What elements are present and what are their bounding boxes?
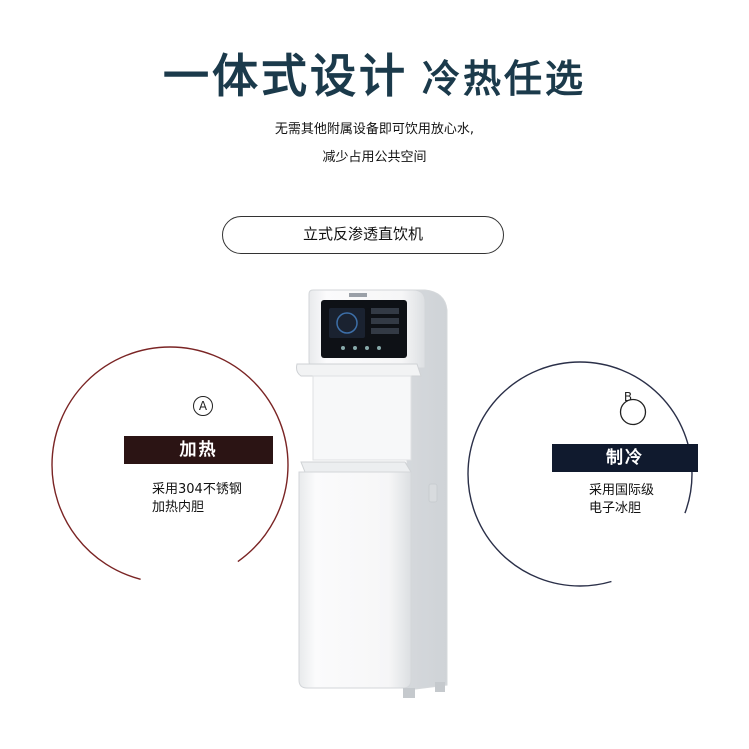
cooling-desc-line-1: 采用国际级 [589,483,655,498]
cooling-desc: 采用国际级 电子冰胆 [589,482,654,518]
heating-desc-line-2: 加热内胆 [152,500,205,515]
title-main: 一体式设计 [162,49,408,103]
product-label-pill: 立式反渗透直饮机 [222,216,504,254]
heating-desc: 采用304不锈钢 加热内胆 [152,481,242,517]
heating-badge: 加热 [124,436,273,464]
marker-a-icon: A [193,396,213,416]
brand-logo [349,293,367,297]
subtitle-line-2: 减少占用公共空间 [322,150,427,165]
water-dispenser-illustration [296,289,448,698]
marker-b-icon [619,398,647,426]
right-ring-arc [467,361,693,587]
subtitle-line-1: 无需其他附属设备即可饮用放心水, [274,122,475,137]
title-secondary: 冷热任选 [421,57,586,101]
page-title: 一体式设计冷热任选 [0,46,749,109]
marker-b-label: B [623,390,633,404]
cooling-desc-line-2: 电子冰胆 [589,501,642,516]
left-ring-arc [51,346,289,584]
cooling-badge: 制冷 [552,444,698,472]
heating-desc-line-1: 采用304不锈钢 [152,482,242,497]
